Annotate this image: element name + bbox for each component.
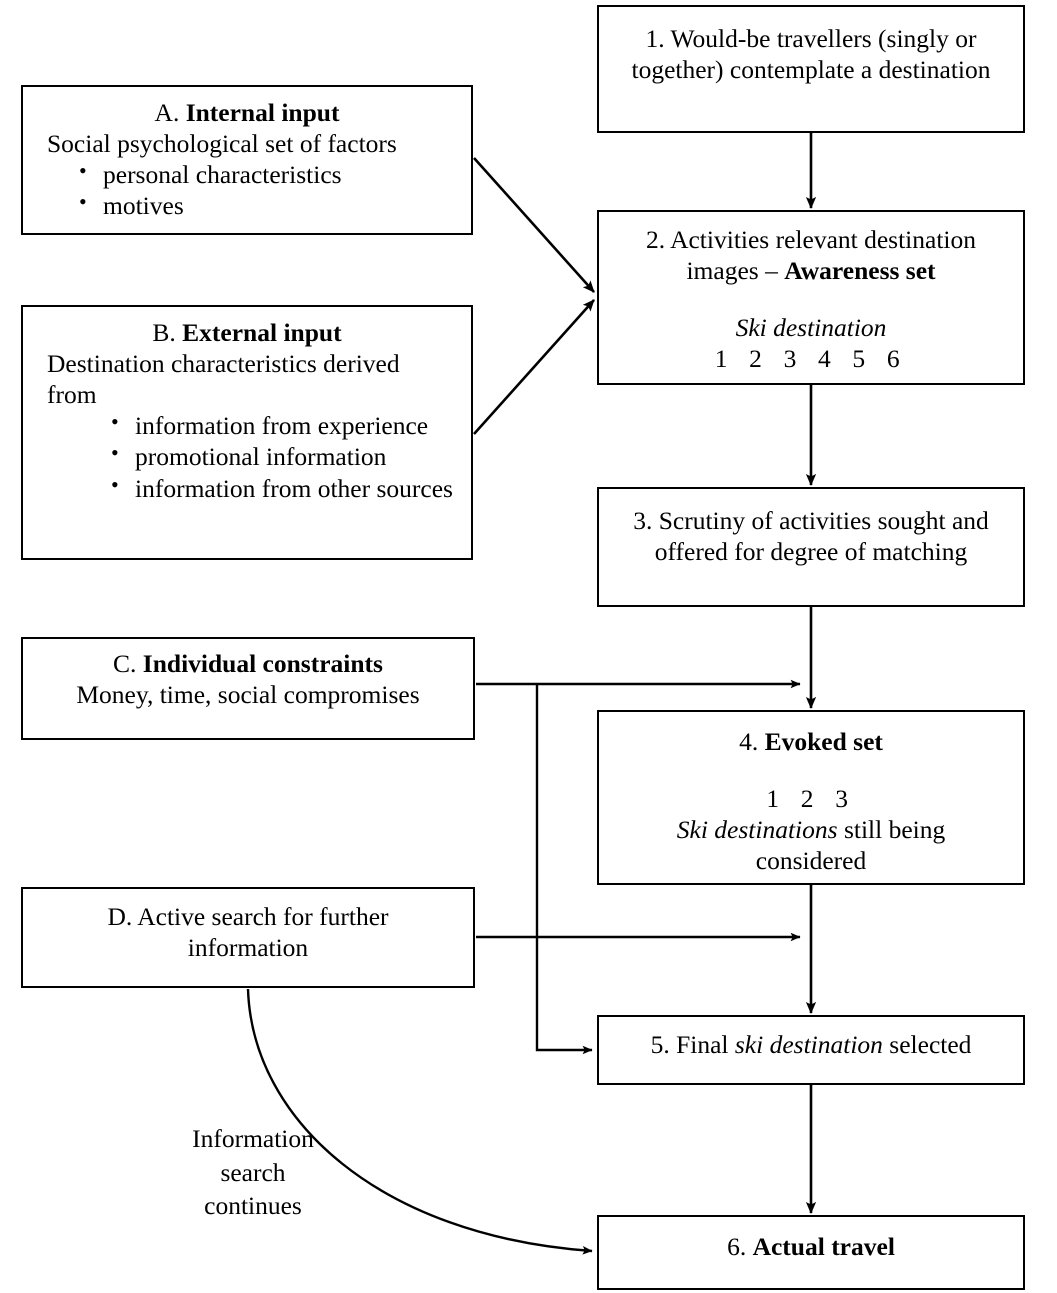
box-step5-suffix: selected (882, 1030, 972, 1059)
box-step4-title-prefix: 4. (739, 727, 765, 756)
box-a-title-bold: Internal input (185, 98, 340, 127)
box-step4-italic-label: Ski destinations (676, 815, 838, 845)
box-step2-line1: 2. Activities relevant destination (645, 225, 976, 254)
box-step4-numbers: 1 2 3 (766, 784, 856, 814)
list-item: motives (75, 189, 461, 221)
curve-label-line-3: continues (204, 1191, 302, 1221)
box-step3-text: 3. Scrutiny of activities sought and off… (633, 506, 989, 567)
box-step4-evoked-set[interactable]: 4. Evoked set 1 2 3 Ski destinations sti… (597, 710, 1025, 885)
box-step6-prefix: 6. (727, 1232, 753, 1261)
list-item: information from experience (107, 409, 461, 441)
box-step2-line2-prefix: images – (686, 256, 785, 286)
box-step6-text: 6. Actual travel (609, 1231, 1013, 1262)
box-b-title-bold: External input (182, 318, 342, 347)
box-step2-italic-label: Ski destination (735, 313, 887, 343)
box-c-title: C. Individual constraints (33, 648, 463, 679)
box-step4-title: 4. Evoked set (639, 726, 983, 757)
box-a-lead: Social psychological set of factors (47, 129, 397, 159)
box-a-title-prefix: A. (154, 98, 180, 127)
box-d-active-search[interactable]: D. Active search for further information (21, 887, 475, 988)
curve-label-line-1: Information (192, 1124, 314, 1153)
box-b-external-input[interactable]: B. External input Destination characteri… (21, 305, 473, 560)
list-item: personal characteristics (75, 158, 461, 190)
connector-boxC-to-step5 (535, 684, 593, 1055)
box-step6-actual-travel-label: Actual travel (752, 1232, 895, 1261)
box-b-bullet-list: information from experience promotional … (33, 409, 461, 504)
connector-boxB-to-step2 (473, 299, 595, 435)
box-c-lead: Money, time, social compromises (76, 680, 420, 710)
curve-label-line-2: search (220, 1157, 286, 1187)
box-a-title: A. Internal input (33, 97, 461, 128)
box-d-title: D. Active search for further information (107, 902, 389, 963)
box-step5-italic-label: ski destination (734, 1030, 883, 1059)
box-c-title-bold: Individual constraints (142, 649, 383, 678)
box-step2-awareness-set[interactable]: 2. Activities relevant destination image… (597, 210, 1025, 385)
box-step2-line2: images – Awareness set (617, 255, 1005, 286)
connector-boxD-curve-to-step6 (246, 988, 593, 1255)
list-item: promotional information (107, 440, 461, 472)
connector-boxA-to-step2 (473, 157, 595, 293)
box-b-title: B. External input (33, 317, 461, 348)
box-step5-text: 5. Final ski destination selected (609, 1029, 1013, 1060)
box-step1-text: 1. Would-be travellers (singly or togeth… (631, 24, 991, 85)
box-step5-final-destination-selected[interactable]: 5. Final ski destination selected (597, 1015, 1025, 1085)
box-step4-evoked-set-label: Evoked set (764, 727, 883, 756)
box-b-lead: Destination characteristics derived from (47, 349, 400, 410)
box-step4-tail: still being considered (755, 815, 946, 876)
box-step6-actual-travel[interactable]: 6. Actual travel (597, 1215, 1025, 1290)
information-search-continues-label: Information search continues (148, 1122, 358, 1223)
box-b-title-prefix: B. (152, 318, 176, 347)
box-step5-prefix: 5. Final (650, 1030, 735, 1059)
box-c-title-prefix: C. (113, 649, 137, 678)
box-step2-awareness-set-label: Awareness set (784, 256, 936, 286)
box-step2-numbers: 1 2 3 4 5 6 (714, 344, 908, 374)
box-step4-description: Ski destinations still being considered (639, 814, 983, 876)
list-item: information from other sources (107, 472, 461, 504)
box-step1-contemplate-destination[interactable]: 1. Would-be travellers (singly or togeth… (597, 5, 1025, 133)
box-a-bullet-list: personal characteristics motives (33, 158, 461, 221)
box-a-internal-input[interactable]: A. Internal input Social psychological s… (21, 85, 473, 235)
box-step3-scrutiny-of-activities[interactable]: 3. Scrutiny of activities sought and off… (597, 487, 1025, 607)
box-c-individual-constraints[interactable]: C. Individual constraints Money, time, s… (21, 637, 475, 740)
